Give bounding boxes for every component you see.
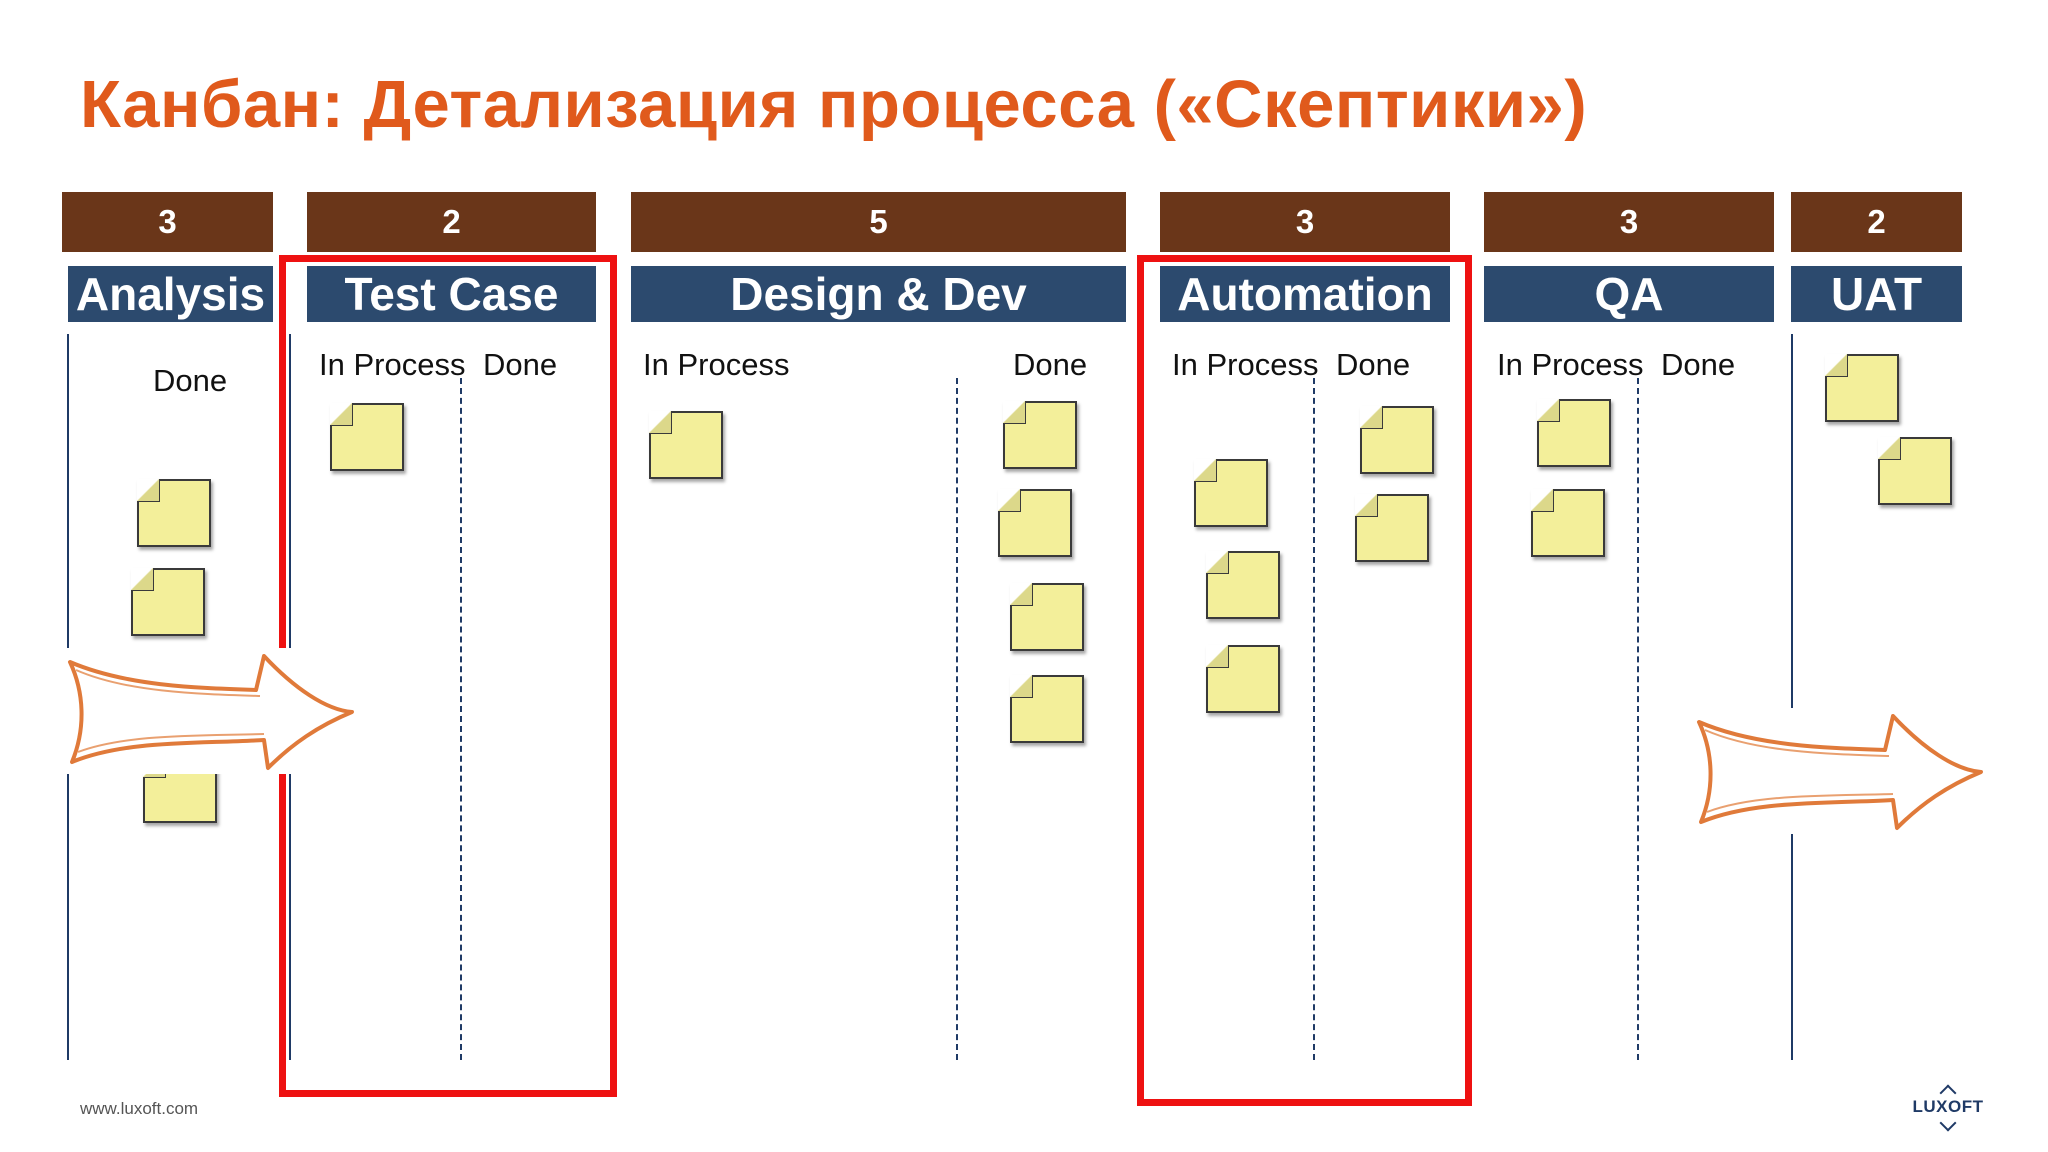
sub-label-analysis-done: Done [153,363,228,398]
sub-label-qa-done: Done [1661,347,1736,382]
sticky-note [1003,401,1077,469]
stage-header-test-case: Test Case [307,266,596,322]
sub-label-design-dev-done: Done [1013,347,1088,382]
sub-label-automation-done: Done [1336,347,1411,382]
sticky-note [330,403,404,471]
subcolumn-divider-test-case [460,378,462,1060]
stage-header-uat: UAT [1791,266,1962,322]
sticky-note [1010,675,1084,743]
wip-limit-design-dev: 5 [631,192,1126,252]
sticky-note [1537,399,1611,467]
wip-limit-analysis: 3 [62,192,273,252]
wip-limit-test-case: 2 [307,192,596,252]
logo-text: LUXOFT [1912,1097,1984,1116]
subcolumn-divider-qa [1637,378,1639,1060]
stage-header-analysis: Analysis [68,266,273,322]
sticky-note [1825,354,1899,422]
sticky-note [998,489,1072,557]
flow-arrow-left [66,648,356,774]
sticky-note [1010,583,1084,651]
sticky-note [1194,459,1268,527]
sticky-note [649,411,723,479]
sub-label-automation-in-process: In Process [1172,347,1319,382]
sub-label-design-dev-in-process: In Process [643,347,790,382]
sub-label-test-case-done: Done [483,347,558,382]
stage-header-qa: QA [1484,266,1774,322]
sticky-note [1206,551,1280,619]
column-border-uat [1791,334,1793,1060]
sticky-note [1878,437,1952,505]
sticky-note [1355,494,1429,562]
highlight-frame-automation [1137,255,1472,1106]
sticky-note [1206,645,1280,713]
sticky-note [137,479,211,547]
luxoft-logo: LUXOFT [1906,1084,1990,1132]
sub-label-qa-in-process: In Process [1497,347,1644,382]
subcolumn-divider-design-dev [956,378,958,1060]
wip-limit-automation: 3 [1160,192,1450,252]
stage-header-automation: Automation [1160,266,1450,322]
sub-label-test-case-in-process: In Process [319,347,466,382]
sticky-note [1531,489,1605,557]
sticky-note [1360,406,1434,474]
flow-arrow-right [1695,708,1985,834]
sticky-note [131,568,205,636]
stage-header-design-dev: Design & Dev [631,266,1126,322]
slide-title: Канбан: Детализация процесса («Скептики»… [80,67,1588,142]
subcolumn-divider-automation [1313,378,1315,1060]
wip-limit-qa: 3 [1484,192,1774,252]
logo-caret-down-icon [1939,1114,1957,1132]
footer-url: www.luxoft.com [80,1099,199,1118]
wip-limit-uat: 2 [1791,192,1962,252]
